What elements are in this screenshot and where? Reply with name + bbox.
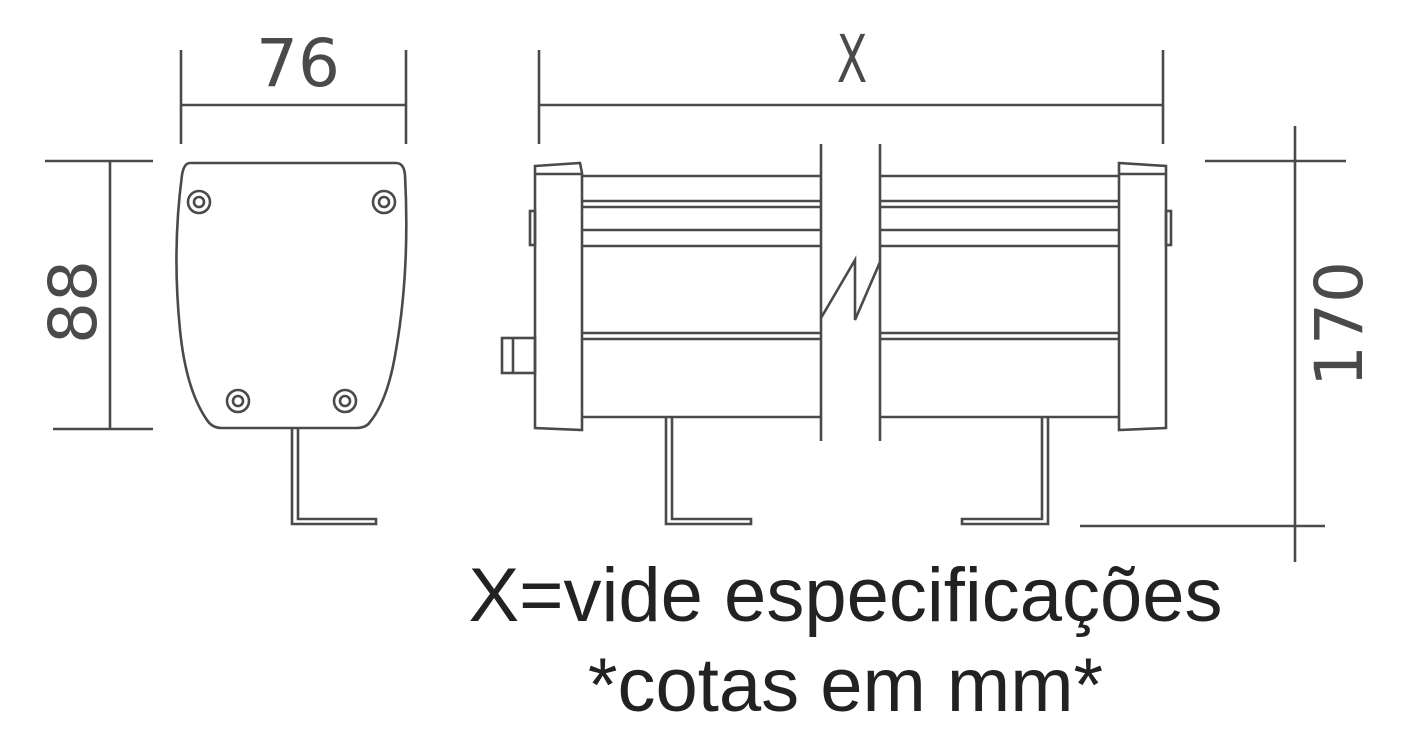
rail-left	[582, 174, 821, 419]
dimension-length: X	[537, 21, 1165, 144]
rail-right	[880, 174, 1119, 419]
mounting-bracket	[960, 417, 1050, 526]
dimension-width-label: 76	[256, 25, 340, 102]
front-housing-outline	[175, 161, 408, 430]
dimension-length-label: X	[837, 21, 868, 98]
dimension-height-front: 88	[35, 159, 153, 431]
end-cap-right	[1117, 161, 1173, 432]
screw-icon	[371, 189, 397, 215]
front-view	[175, 161, 408, 526]
dimension-height-side-label: 170	[1301, 261, 1378, 387]
dimension-width: 76	[179, 25, 408, 144]
note-specifications: X=vide especificações	[468, 553, 1223, 638]
side-view	[500, 144, 1173, 526]
dimension-height-front-label: 88	[35, 260, 112, 344]
screw-icon	[186, 189, 212, 215]
screw-icon	[332, 388, 358, 414]
mounting-bracket	[290, 428, 378, 526]
note-units: *cotas em mm*	[587, 643, 1104, 728]
screw-icon	[225, 388, 251, 414]
end-cap-left	[500, 161, 584, 432]
mounting-bracket	[664, 417, 753, 526]
break-line	[819, 144, 882, 441]
dimension-height-side: 170	[1080, 126, 1378, 562]
